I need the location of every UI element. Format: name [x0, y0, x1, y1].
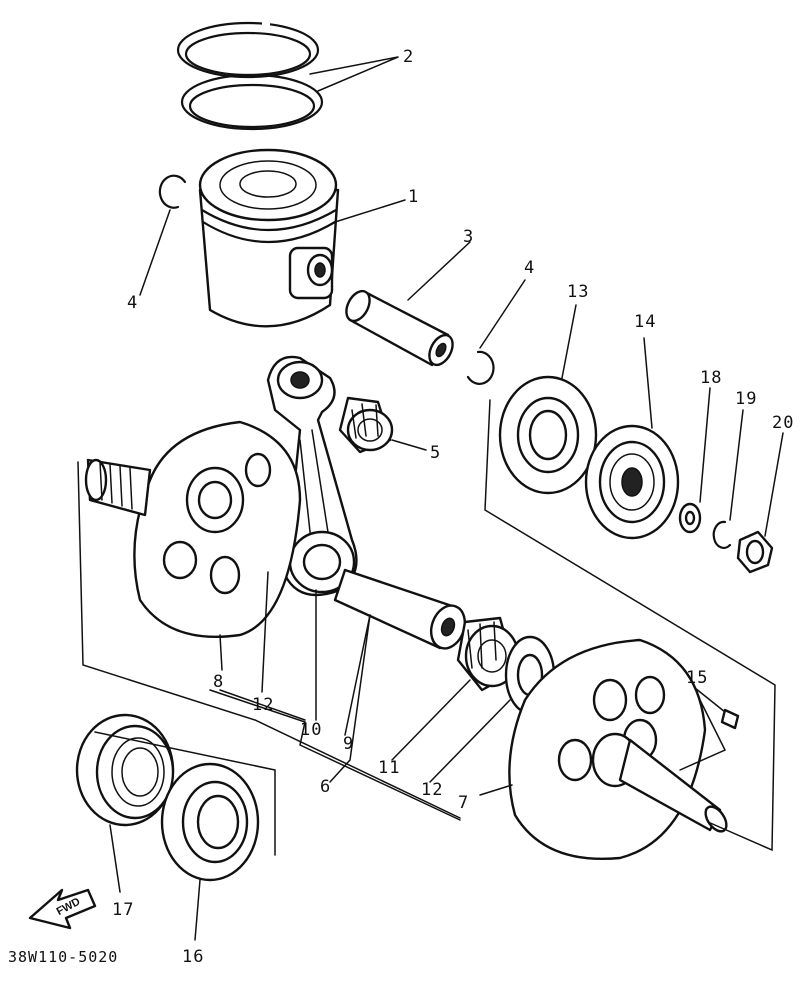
nut-20 — [736, 530, 774, 574]
oil-seal — [75, 713, 175, 827]
callout-2: 2 — [403, 47, 414, 67]
piston-rings — [176, 18, 324, 131]
callout-13: 13 — [567, 282, 589, 302]
callout-20: 20 — [772, 413, 794, 433]
callout-4-left: 4 — [127, 293, 138, 313]
part-code: 38W110-5020 — [8, 948, 118, 966]
washer-18 — [678, 502, 702, 534]
crank-half-left — [84, 420, 302, 639]
bearing-14 — [584, 424, 680, 540]
circlip-right — [466, 350, 495, 385]
piston — [198, 148, 340, 328]
callout-7: 7 — [458, 793, 469, 813]
callout-14: 14 — [634, 312, 656, 332]
crank-pin — [333, 568, 467, 650]
bearing-16 — [160, 762, 260, 882]
callout-8: 8 — [213, 672, 224, 692]
lock-washer-19 — [712, 520, 732, 549]
small-end-bearing — [338, 396, 394, 454]
crank-half-right — [508, 638, 728, 860]
leader-lines — [109, 56, 784, 941]
callout-6: 6 — [320, 777, 331, 797]
assembly-lines — [77, 399, 776, 856]
callout-11: 11 — [378, 758, 400, 778]
piston-pin — [345, 289, 454, 367]
callout-18: 18 — [700, 368, 722, 388]
callout-9: 9 — [343, 734, 354, 754]
callout-10: 10 — [300, 720, 322, 740]
woodruff-key — [720, 708, 740, 730]
callout-1: 1 — [408, 187, 419, 207]
callout-15: 15 — [686, 668, 708, 688]
callout-3: 3 — [463, 227, 474, 247]
callout-5: 5 — [430, 443, 441, 463]
circlip-left — [158, 174, 187, 209]
bearing-13 — [498, 375, 598, 495]
callout-16: 16 — [182, 947, 204, 967]
callout-4-right: 4 — [524, 258, 535, 278]
callout-17: 17 — [112, 900, 134, 920]
callout-labels: 1 2 3 4 4 5 6 7 8 9 10 11 12 12 13 14 15… — [112, 47, 794, 967]
callout-19: 19 — [735, 389, 757, 409]
forward-arrow: FWD — [28, 888, 97, 930]
callout-12-left: 12 — [252, 695, 274, 715]
callout-12-right: 12 — [421, 780, 443, 800]
